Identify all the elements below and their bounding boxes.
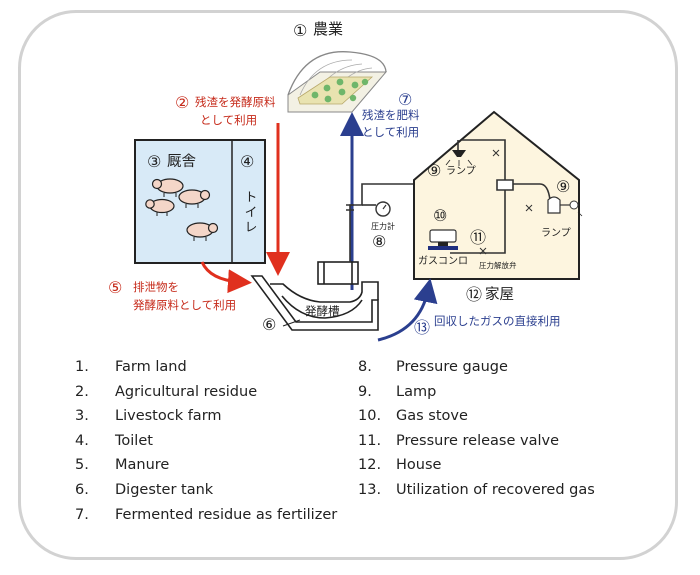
pressure-gauge-label: 圧力計 xyxy=(371,221,395,231)
marker-1: ① xyxy=(293,21,307,40)
digester-tank xyxy=(250,261,379,331)
pig-icons xyxy=(145,178,219,241)
gas-pipe xyxy=(346,183,508,262)
gas-stove-label: ガスコンロ xyxy=(418,255,468,267)
marker-6: ⑥ xyxy=(262,315,276,334)
legend-item: 4. Toilet xyxy=(75,429,337,454)
legend-number: 8. xyxy=(358,359,372,375)
pressure-valve-label: 圧力解放弁 xyxy=(479,260,517,270)
legend-text: Pressure release valve xyxy=(396,432,560,449)
legend-number: 3. xyxy=(75,408,89,425)
legend-number: 5. xyxy=(75,457,89,474)
legend-number: 4. xyxy=(75,432,89,449)
legend-item: 9. Lamp xyxy=(358,380,595,405)
legend-number: 7. xyxy=(75,506,89,523)
legend-item: 13. Utilization of recovered gas xyxy=(358,478,595,503)
legend-text: Gas stove xyxy=(396,408,468,425)
wall-lamp-icon xyxy=(547,196,583,217)
legend-column-2: 8. Pressure gauge 9. Lamp 10. Gas stove 11.… xyxy=(358,355,595,503)
legend-number: 10. xyxy=(358,408,382,425)
marker-4: ④ xyxy=(240,152,254,171)
legend-item: 7. Fermented residue as fertilizer xyxy=(75,503,337,528)
legend-item: 1. Farm land xyxy=(75,355,337,380)
legend-text: Livestock farm xyxy=(115,408,222,425)
fertilizer-line1: 残渣を肥料 xyxy=(362,108,420,122)
legend-text: Farm land xyxy=(115,359,187,375)
legend-text: Fermented residue as fertilizer xyxy=(115,506,338,523)
recovered-gas-label: 回収したガスの直接利用 xyxy=(434,314,561,328)
marker-3: ③ xyxy=(147,152,161,171)
marker-9-ceiling: ⑨ xyxy=(427,161,441,180)
barn-label: 厩舎 xyxy=(167,153,196,170)
legend-number: 1. xyxy=(75,359,89,375)
valve-icons xyxy=(479,149,533,255)
marker-7: ⑦ xyxy=(398,90,412,109)
wall-lamp-label: ランプ xyxy=(541,227,571,239)
greenhouse xyxy=(287,51,388,113)
legend-item: 11. Pressure release valve xyxy=(358,429,595,454)
legend-text: Toilet xyxy=(115,432,153,449)
pressure-gauge xyxy=(375,201,391,217)
ceiling-lamp-label: ランプ xyxy=(446,165,476,177)
legend-number: 11. xyxy=(358,432,382,449)
legend-text: Agricultural residue xyxy=(115,383,258,400)
marker-11: ⑪ xyxy=(470,228,486,247)
farm-label: 農業 xyxy=(313,20,343,38)
legend-text: Digester tank xyxy=(115,481,214,498)
ceiling-lamp-icon xyxy=(445,150,473,166)
legend-item: 5. Manure xyxy=(75,453,337,478)
legend-number: 13. xyxy=(358,481,382,498)
marker-10: ⑩ xyxy=(433,206,447,225)
legend-number: 12. xyxy=(358,457,382,474)
residue-to-digester-line2: として利用 xyxy=(200,113,257,127)
marker-13: ⑬ xyxy=(414,318,430,337)
gas-stove-icon xyxy=(428,229,458,250)
legend-item: 2. Agricultural residue xyxy=(75,380,337,405)
marker-8: ⑧ xyxy=(372,232,386,251)
fertilizer-line2: として利用 xyxy=(362,125,419,139)
house-label: 家屋 xyxy=(485,286,514,303)
legend-item: 3. Livestock farm xyxy=(75,404,337,429)
manure-line1: 排泄物を xyxy=(133,280,179,294)
manure-line2: 発酵原料として利用 xyxy=(133,298,236,312)
legend-number: 6. xyxy=(75,481,89,498)
legend-column-1: 1. Farm land 2. Agricultural residue 3. Liv… xyxy=(75,355,337,527)
marker-12: ⑫ xyxy=(466,285,482,304)
recovered-gas-blue-arrow xyxy=(377,278,438,342)
marker-6-leader xyxy=(282,319,301,327)
legend-number: 2. xyxy=(75,383,89,400)
legend-number: 9. xyxy=(358,383,372,400)
manure-red-arrow xyxy=(200,261,252,294)
house-pipes xyxy=(450,139,551,254)
residue-to-digester-line1: 残渣を発酵原料 xyxy=(195,95,276,109)
legend-item: 8. Pressure gauge xyxy=(358,355,595,380)
toilet-label: トイレ xyxy=(242,190,257,235)
marker-9-wall: ⑨ xyxy=(556,177,570,196)
digester-label: 発酵槽 xyxy=(305,304,340,318)
legend-item: 12. House xyxy=(358,453,595,478)
legend-item: 10. Gas stove xyxy=(358,404,595,429)
legend-text: Lamp xyxy=(396,383,437,400)
legend-text: Pressure gauge xyxy=(396,359,508,375)
marker-5: ⑤ xyxy=(108,278,122,297)
legend-text: Utilization of recovered gas xyxy=(396,481,595,498)
marker-2: ② xyxy=(175,93,189,112)
house xyxy=(413,110,580,280)
legend-text: House xyxy=(396,457,442,474)
legend-text: Manure xyxy=(115,457,170,474)
legend-item: 6. Digester tank xyxy=(75,478,337,503)
